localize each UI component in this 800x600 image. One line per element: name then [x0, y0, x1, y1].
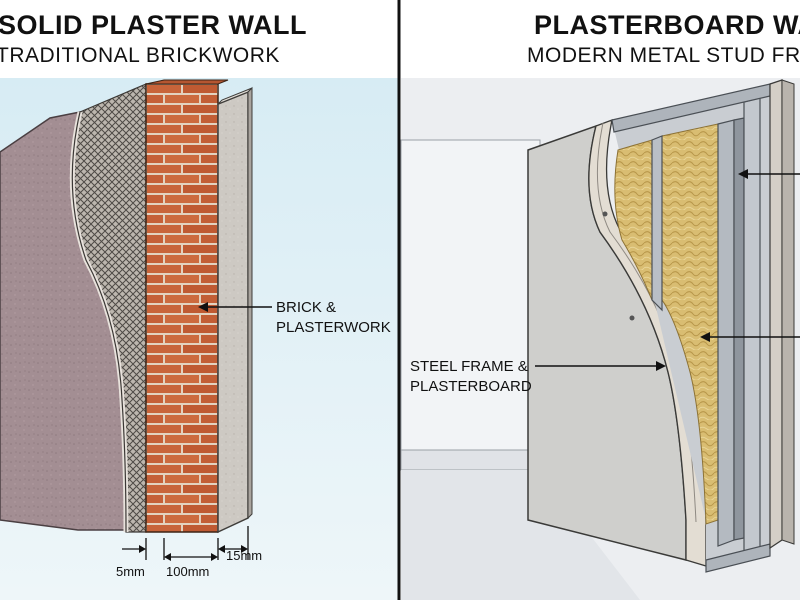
skirting-board — [400, 449, 541, 471]
room-floor — [401, 470, 640, 600]
dimension-brick-label: 100mm — [166, 564, 210, 579]
left-panel — [0, 78, 398, 600]
steel-callout-line1: STEEL FRAME & — [410, 358, 528, 375]
right-panel-title: PLASTERBOARD WALL — [534, 10, 800, 40]
insulation-batt-1 — [614, 139, 653, 301]
screw — [629, 315, 635, 321]
brick-column-top — [145, 79, 229, 85]
steel-studs — [611, 83, 771, 573]
dimension-plaster-label: 5mm — [116, 564, 145, 579]
back-plasterboard — [769, 79, 783, 550]
left-panel-subtitle: TRADITIONAL BRICKWORK — [0, 44, 280, 67]
right-panel-subtitle: MODERN METAL STUD FRAME — [527, 44, 800, 67]
plaster-board-layer — [217, 90, 249, 534]
brick-callout-label: BRICK & PLASTERWORK — [276, 298, 391, 338]
bottom-track — [705, 543, 771, 573]
dimension-board-label: 15mm — [226, 548, 263, 563]
insulation-batt-2 — [661, 123, 719, 525]
brick-callout-line2: PLASTERWORK — [276, 319, 391, 336]
steel-callout-line2: PLASTERBOARD — [410, 378, 532, 395]
left-panel-title: SOLID PLASTER WALL — [0, 10, 307, 40]
dimension-lines — [122, 526, 249, 561]
brick-callout-line1: BRICK & — [276, 299, 337, 316]
brick-callout-arrowhead — [198, 302, 208, 312]
steel-callout-label: STEEL FRAME & PLASTERBOARD — [410, 357, 532, 397]
right-panel — [400, 78, 800, 600]
room-back-wall — [400, 139, 541, 471]
screw — [602, 211, 608, 217]
